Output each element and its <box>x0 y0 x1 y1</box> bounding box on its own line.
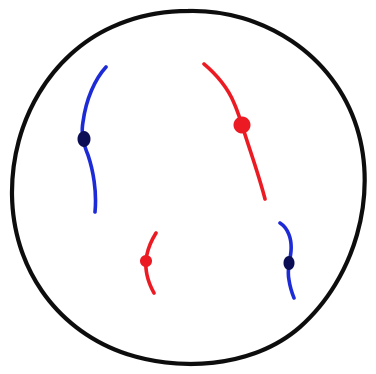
chromosome-blue-small <box>280 223 295 298</box>
cell-outline <box>12 11 365 364</box>
chromosome-red-large <box>204 64 265 199</box>
centromere <box>78 131 91 147</box>
chromosome-red-small <box>140 233 156 293</box>
centromere <box>140 255 152 267</box>
chromosome-blue-left <box>78 67 107 212</box>
centromere <box>234 117 251 134</box>
centromere <box>284 256 295 270</box>
chromatid-strand <box>204 64 265 199</box>
